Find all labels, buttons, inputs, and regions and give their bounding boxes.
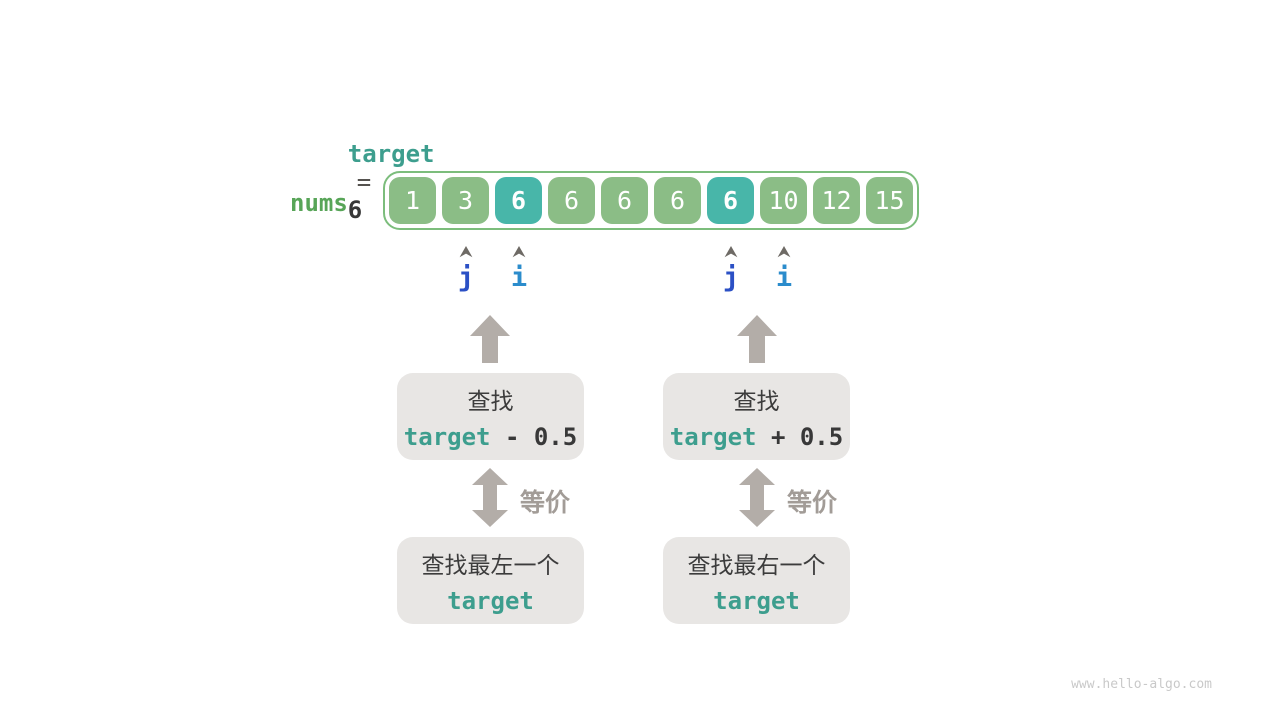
result-box-right-caption: 查找最右一个 (687, 552, 826, 578)
nums-label: nums (290, 189, 348, 217)
search-box-right-caption: 查找 (733, 388, 780, 414)
search-box-left-expression: target - 0.5 (404, 423, 577, 451)
array-cell-6-highlighted: 6 (707, 177, 754, 224)
array-cell-0: 1 (389, 177, 436, 224)
expression-offset: + 0.5 (756, 423, 844, 451)
array-cell-8: 12 (813, 177, 860, 224)
equals-sign: = (356, 168, 372, 196)
array-cell-2-highlighted: 6 (495, 177, 542, 224)
result-box-right: 查找最右一个 target (663, 537, 850, 624)
array-cell-7: 10 (760, 177, 807, 224)
pointer-i-right: i (775, 262, 793, 293)
array-cell-5: 6 (654, 177, 701, 224)
up-arrow-icon (737, 315, 777, 363)
equivalence-label-left: 等价 (520, 489, 571, 517)
expression-target-keyword: target (713, 587, 800, 615)
search-box-right: 查找 target + 0.5 (663, 373, 850, 460)
array-cell-4: 6 (601, 177, 648, 224)
caret-up-icon (459, 246, 473, 258)
double-arrow-icon (472, 468, 508, 527)
equivalence-label-right: 等价 (787, 489, 838, 517)
pointer-i-left: i (510, 262, 528, 293)
expression-target-keyword: target (669, 423, 757, 451)
array-cell-3: 6 (548, 177, 595, 224)
pointer-j-right: j (722, 262, 740, 293)
caret-up-icon (777, 246, 791, 258)
search-box-left: 查找 target - 0.5 (397, 373, 584, 460)
caret-up-icon (724, 246, 738, 258)
array-cell-9: 15 (866, 177, 913, 224)
expression-target-keyword: target (403, 423, 491, 451)
nums-array: 1 3 6 6 6 6 6 10 12 15 (383, 171, 919, 230)
caret-up-icon (512, 246, 526, 258)
search-box-left-caption: 查找 (467, 388, 514, 414)
result-box-left: 查找最左一个 target (397, 537, 584, 624)
expression-offset: - 0.5 (490, 423, 578, 451)
target-assignment: target = 6 (290, 112, 435, 252)
result-box-left-target: target (447, 587, 534, 615)
result-box-left-caption: 查找最左一个 (421, 552, 560, 578)
double-arrow-icon (739, 468, 775, 527)
result-box-right-target: target (713, 587, 800, 615)
pointer-j-left: j (457, 262, 475, 293)
expression-target-keyword: target (447, 587, 534, 615)
target-value: 6 (347, 196, 363, 224)
array-cell-1: 3 (442, 177, 489, 224)
watermark: www.hello-algo.com (1071, 677, 1212, 692)
target-variable: target (347, 140, 435, 168)
search-box-right-expression: target + 0.5 (670, 423, 843, 451)
up-arrow-icon (470, 315, 510, 363)
